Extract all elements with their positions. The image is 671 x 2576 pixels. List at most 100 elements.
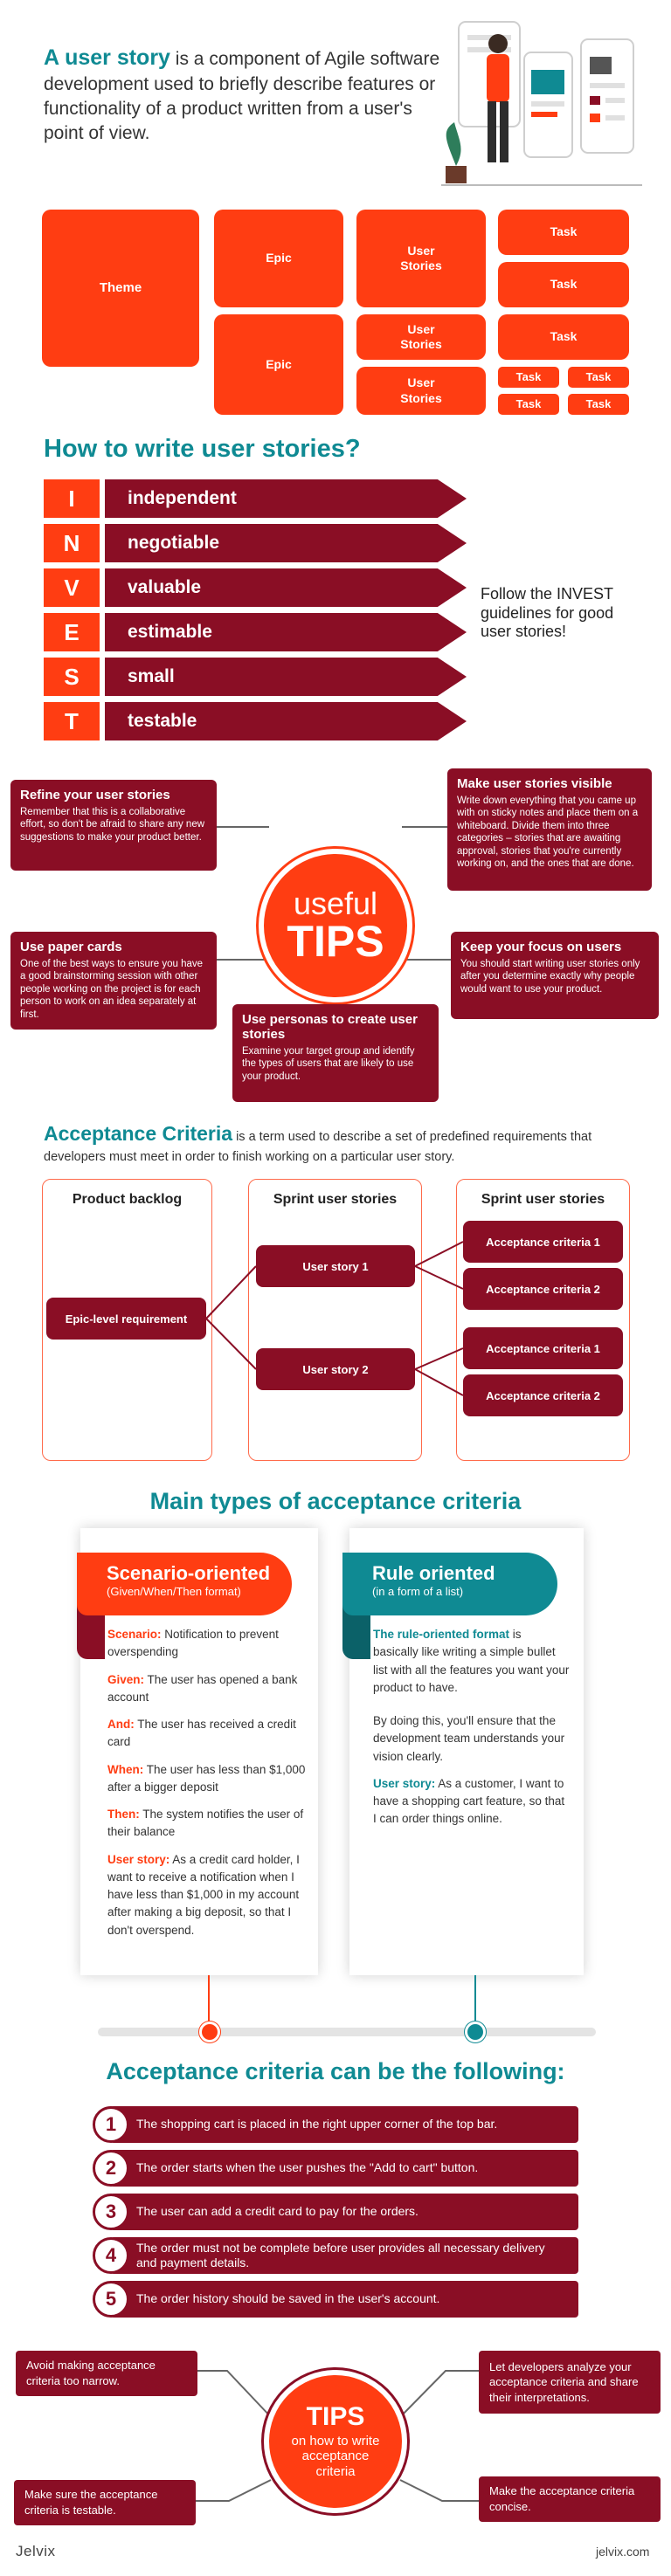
invest-row: N negotiable [44,524,467,562]
tip-box: Make the acceptance criteria concise. [479,2476,661,2522]
invest-word: estimable [128,622,212,642]
invest-row: T testable [44,702,467,740]
epic-requirement: Epic-level requirement [46,1298,206,1340]
timeline-dot [199,2022,220,2042]
invest-note: Follow the INVEST guidelines for good us… [481,585,614,641]
item-text: The order must not be complete before us… [136,2240,545,2270]
invest-letter: E [44,613,100,651]
invest-word: testable [128,711,197,731]
task-box: Task [568,367,629,388]
item-text: The shopping cart is placed in the right… [136,2117,498,2132]
scenario-line: Then: The system notifies the user of th… [107,1806,317,1842]
sprint-stories-panel: Sprint user stories [456,1179,630,1461]
tips-small-label: on how to write acceptance criteria [291,2434,380,2479]
criteria-list-item: 5 The order history should be saved in t… [93,2281,578,2318]
invest-letter: T [44,702,100,740]
following-title: Acceptance criteria can be the following… [106,2058,565,2084]
types-title: Main types of acceptance criteria [149,1488,522,1514]
tip-card: Keep your focus on users You should star… [451,932,659,1019]
timeline-bar [98,2028,596,2036]
line-label: Scenario: [107,1628,162,1641]
scenario-line: User story: As a credit card holder, I w… [107,1851,317,1939]
acceptance-definition: Acceptance Criteria is a term used to de… [44,1119,638,1167]
rule-text: is basically like writing a simple bulle… [373,1628,570,1694]
useful-label: useful [293,885,378,921]
user-stories-box: User Stories [356,314,486,360]
footer-brand: Jelvix [16,2543,56,2559]
invest-arrow [105,568,467,607]
line-text: The user has opened a bank account [107,1672,298,1704]
intro-description: is a component of Agile software develop… [44,49,440,144]
tip-text: Write down everything that you came up w… [457,796,639,869]
tip-text: Remember that this is a collaborative ef… [20,807,205,843]
epic-box: Epic [214,314,343,415]
tip-card: Use personas to create user stories Exam… [232,1004,439,1102]
task-box: Task [498,367,559,388]
line-label: And: [107,1718,135,1731]
line-text: The user has received a credit card [107,1718,296,1749]
item-number: 1 [93,2106,129,2143]
footer-site-link[interactable]: jelvix.com [596,2545,650,2559]
rule-paragraph: User story: As a customer, I want to hav… [373,1775,570,1829]
theme-box: Theme [42,210,199,367]
rule-subtitle: (in a form of a list) [372,1585,464,1598]
tip-title: Use paper cards [20,940,122,954]
tip-box: Make sure the acceptance criteria is tes… [14,2480,196,2525]
timeline-stem [474,1975,476,2026]
intro-text: A user story is a component of Agile sof… [44,44,446,146]
invest-arrow [105,658,467,696]
invest-row: S small [44,658,467,696]
rule-body: The rule-oriented format is basically li… [373,1626,570,1838]
rule-label: The rule-oriented format [373,1628,510,1641]
scenario-line: And: The user has received a credit card [107,1716,317,1752]
tip-title: Make user stories visible [457,776,612,791]
task-box: Task [498,210,629,255]
line-text: The user has less than $1,000 after a bi… [107,1762,306,1794]
tip-text: You should start writing user stories on… [460,959,640,995]
task-box: Task [568,394,629,415]
criteria-list-item: 1 The shopping cart is placed in the rig… [93,2106,578,2143]
scenario-subtitle: (Given/When/Then format) [107,1585,241,1598]
tips-label: TIPS [287,917,384,966]
line-text: The system notifies the user of their ba… [107,1808,304,1839]
connector-line [402,826,447,828]
invest-arrow [105,524,467,562]
user-story-node: User story 2 [256,1348,415,1390]
line-text: Notification to prevent overspending [107,1628,279,1659]
scenario-line: Scenario: Notification to prevent oversp… [107,1626,317,1662]
product-backlog-panel: Product backlog [42,1179,212,1461]
item-text: The order history should be saved in the… [136,2291,440,2306]
tip-card: Make user stories visible Write down eve… [447,768,652,891]
invest-row: I independent [44,479,467,518]
invest-letter: I [44,479,100,518]
user-stories-box: User Stories [356,367,486,415]
item-number: 2 [93,2150,129,2187]
invest-word: negotiable [128,533,220,553]
connector-line [398,959,451,961]
scenario-line: When: The user has less than $1,000 afte… [107,1761,317,1797]
timeline-dot [465,2022,486,2042]
criteria-node: Acceptance criteria 1 [463,1327,623,1369]
criteria-list-item: 3 The user can add a credit card to pay … [93,2194,578,2230]
tip-text: Examine your target group and identify t… [242,1046,415,1082]
tips-connectors [196,2370,479,2502]
tip-box: Avoid making acceptance criteria too nar… [16,2351,197,2396]
tip-title: Keep your focus on users [460,940,622,954]
line-label: Then: [107,1808,140,1821]
tip-box: Let developers analyze your acceptance c… [479,2351,661,2414]
rule-label: User story: [373,1776,436,1790]
scenario-header: Scenario-oriented (Given/When/Then forma… [77,1553,292,1615]
item-number: 3 [93,2194,129,2230]
tip-text: One of the best ways to ensure you have … [20,959,204,1020]
invest-arrow [105,613,467,651]
line-label: Given: [107,1672,145,1686]
flow-connectors [205,1241,464,1396]
tips-big-label: TIPS [306,2402,365,2432]
rule-text: As a customer, I want to have a shopping… [373,1776,565,1826]
panel-title: Product backlog [72,1192,183,1207]
acceptance-term: Acceptance Criteria [44,1122,233,1145]
invest-row: V valuable [44,568,467,607]
invest-arrow [105,479,467,518]
item-text: The order starts when the user pushes th… [136,2160,479,2175]
invest-title: How to write user stories? [44,435,361,463]
